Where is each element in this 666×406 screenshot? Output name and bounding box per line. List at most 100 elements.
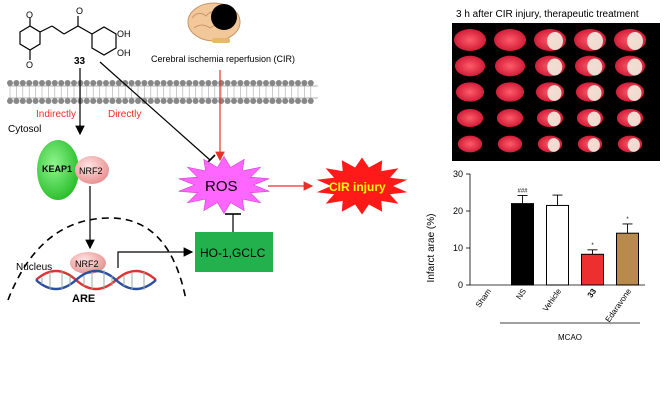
significance-label: ### — [517, 188, 528, 194]
lipid-head — [199, 80, 205, 86]
lipid-head — [45, 80, 52, 86]
infarct-region — [587, 111, 601, 127]
lipid-head — [167, 98, 173, 104]
lipid-head — [32, 98, 39, 104]
cytosol-label: Cytosol — [8, 124, 41, 135]
lipid-head — [288, 98, 295, 104]
lipid-head — [135, 80, 141, 86]
nrf2-nucleus-shape — [70, 252, 106, 274]
infarct-region — [587, 138, 600, 152]
lipid-head — [45, 98, 52, 104]
lipid-head — [147, 98, 154, 104]
infarct-region — [547, 58, 563, 76]
lipid-head — [211, 98, 218, 104]
lipid-head — [250, 98, 257, 104]
lipid-head — [128, 98, 135, 104]
lipid-head — [122, 80, 129, 86]
infarct-region — [627, 58, 643, 76]
lipid-head — [256, 98, 263, 104]
lipid-head — [263, 98, 269, 104]
lipid-head — [64, 98, 71, 104]
bar — [511, 203, 534, 286]
brain-slice — [457, 135, 483, 153]
direct-inhibition-line — [99, 61, 211, 161]
lipid-head — [282, 80, 289, 86]
lipid-head — [173, 98, 180, 104]
lipid-head — [301, 80, 308, 86]
y-tick-label: 0 — [458, 280, 463, 290]
lipid-head — [39, 98, 45, 104]
lipid-head — [19, 80, 26, 86]
carbonyl-o-label: O — [76, 6, 83, 16]
nrf2-cytosol-label: NRF2 — [79, 166, 103, 176]
cir-injury-star — [316, 157, 408, 215]
infarct-region — [547, 85, 562, 101]
lipid-head — [160, 98, 167, 104]
significance-label: * — [591, 243, 594, 249]
lipid-head — [26, 98, 33, 104]
cell-membrane — [8, 85, 318, 99]
y-tick-label: 20 — [453, 206, 463, 216]
keap1-label: KEAP1 — [42, 164, 72, 174]
lipid-head — [237, 98, 244, 104]
nrf2-nucleus-label: NRF2 — [75, 259, 99, 269]
ho1-gclc-box — [195, 232, 273, 272]
lipid-head — [301, 98, 308, 104]
lipid-head — [307, 80, 314, 86]
lipid-head — [186, 80, 193, 86]
lipid-head — [263, 80, 269, 86]
brain-icon — [187, 2, 241, 43]
mcao-label: MCAO — [558, 333, 582, 342]
infarct-region — [547, 111, 561, 127]
lipid-head — [179, 98, 186, 104]
nrf2-cytosol-shape — [75, 156, 109, 184]
lipid-head — [231, 80, 237, 86]
infarct-region — [627, 32, 643, 50]
lipid-head — [192, 98, 199, 104]
keap1-shape — [37, 140, 79, 200]
lipid-head — [218, 80, 225, 86]
lipid-head — [109, 80, 116, 86]
lipid-head — [51, 98, 58, 104]
lipid-head — [269, 98, 276, 104]
lipid-head — [64, 80, 71, 86]
x-tick-label: NS — [514, 287, 528, 301]
lipid-head — [173, 80, 180, 86]
lipid-head — [19, 98, 26, 104]
lipid-head — [154, 98, 161, 104]
ros-label: ROS — [205, 178, 238, 195]
lipid-head — [109, 98, 116, 104]
cir-label: Cerebral ischemia reperfusion (CIR) — [151, 54, 295, 64]
lipid-head — [115, 80, 122, 86]
infarct-region — [587, 58, 603, 76]
lipid-head — [39, 80, 45, 86]
brain-slice — [455, 82, 485, 102]
infarct-region — [627, 138, 640, 152]
lipid-head — [231, 98, 237, 104]
lipid-head — [71, 98, 77, 104]
lipid-head — [295, 98, 301, 104]
lipid-head — [71, 80, 77, 86]
lipid-head — [58, 98, 65, 104]
dna-helix — [35, 269, 157, 291]
lipid-head — [7, 80, 13, 86]
x-tick-label: Edaravone — [604, 287, 634, 324]
lipid-head — [13, 80, 20, 86]
lipid-head — [90, 80, 97, 86]
infarct-region — [547, 138, 560, 152]
lipid-head — [32, 80, 39, 86]
infarct-region — [627, 85, 642, 101]
lipid-head — [275, 98, 282, 104]
lipid-head — [192, 80, 199, 86]
chart-ylabel: Infarct arae (%) — [426, 214, 437, 283]
x-tick-label: 33 — [586, 287, 599, 300]
lipid-head — [250, 80, 257, 86]
indirectly-label: Indirectly — [36, 109, 76, 120]
lipid-head — [307, 98, 314, 104]
lipid-head — [167, 80, 173, 86]
ho1-gclc-label: HO-1,GCLC — [200, 246, 266, 260]
brain-slice — [497, 135, 523, 153]
lipid-head — [218, 98, 225, 104]
